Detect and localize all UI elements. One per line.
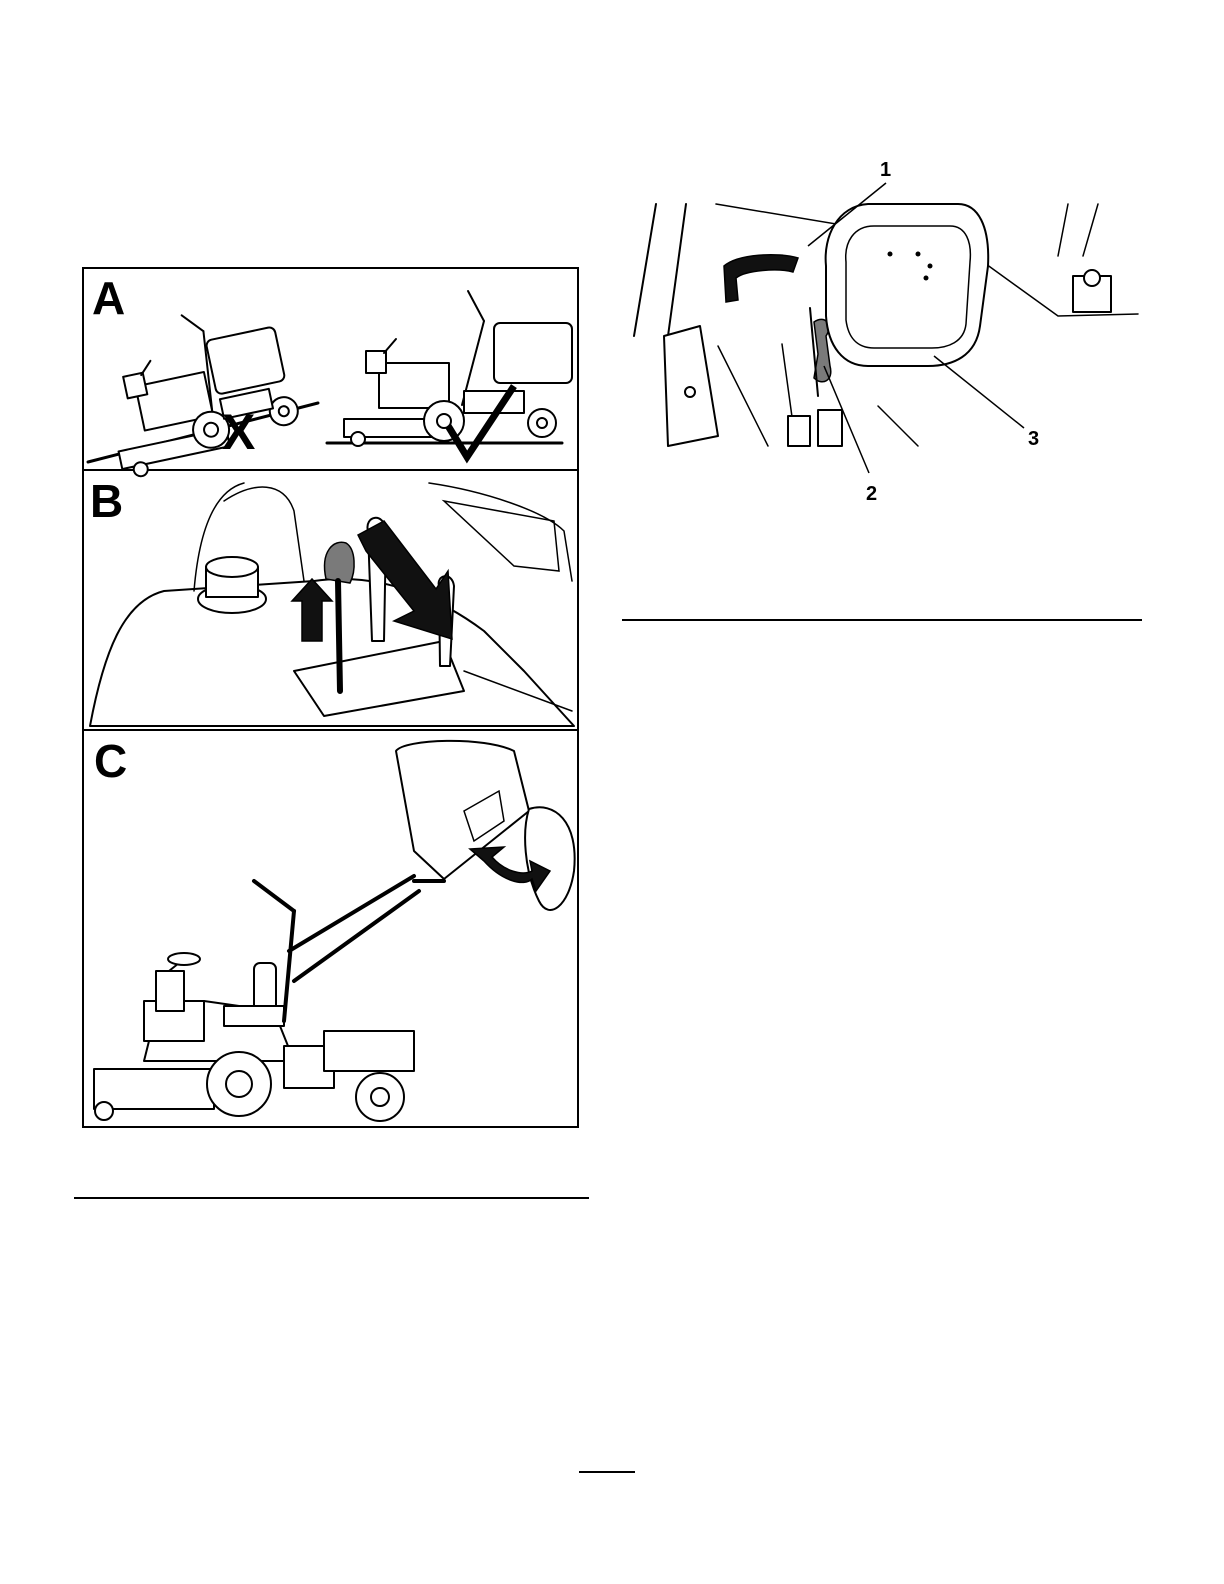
footer-rule xyxy=(579,1471,635,1473)
rule-left xyxy=(74,1197,589,1199)
mower-on-slope xyxy=(94,296,305,480)
callout-2: 2 xyxy=(866,484,877,504)
wrong-x-mark: X xyxy=(222,404,255,460)
panel-c-illustration xyxy=(84,731,577,1124)
rule-right xyxy=(622,619,1142,621)
leader-line-3 xyxy=(934,356,1024,428)
callout-1: 1 xyxy=(880,160,891,180)
mower-on-level xyxy=(344,291,572,446)
panel-b-illustration xyxy=(84,471,577,727)
callout-3: 3 xyxy=(1028,429,1039,449)
panel-a-illustration: X xyxy=(82,269,579,469)
right-figure-illustration xyxy=(628,196,1138,456)
